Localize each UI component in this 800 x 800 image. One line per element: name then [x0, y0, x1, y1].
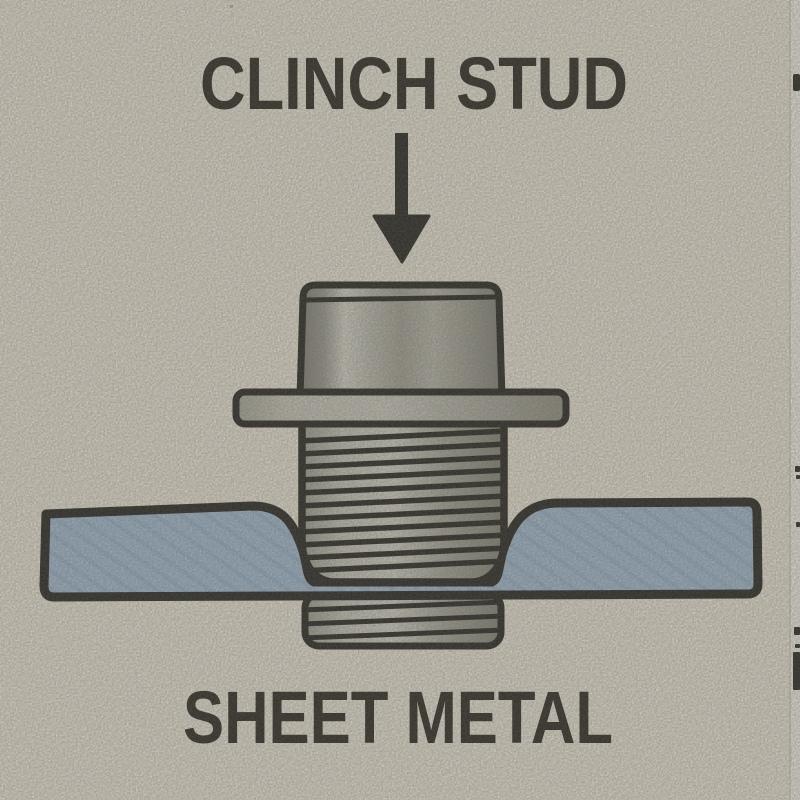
threaded-shank [298, 414, 508, 586]
stud-flange [232, 388, 570, 428]
sheet-metal-label: SHEET METAL [183, 676, 613, 759]
head-top-face-line [304, 294, 499, 303]
protruding-threaded-tip [301, 590, 505, 650]
paper-speck [230, 5, 233, 8]
title-label: CLINCH STUD [200, 42, 628, 125]
stud-head [296, 281, 506, 402]
